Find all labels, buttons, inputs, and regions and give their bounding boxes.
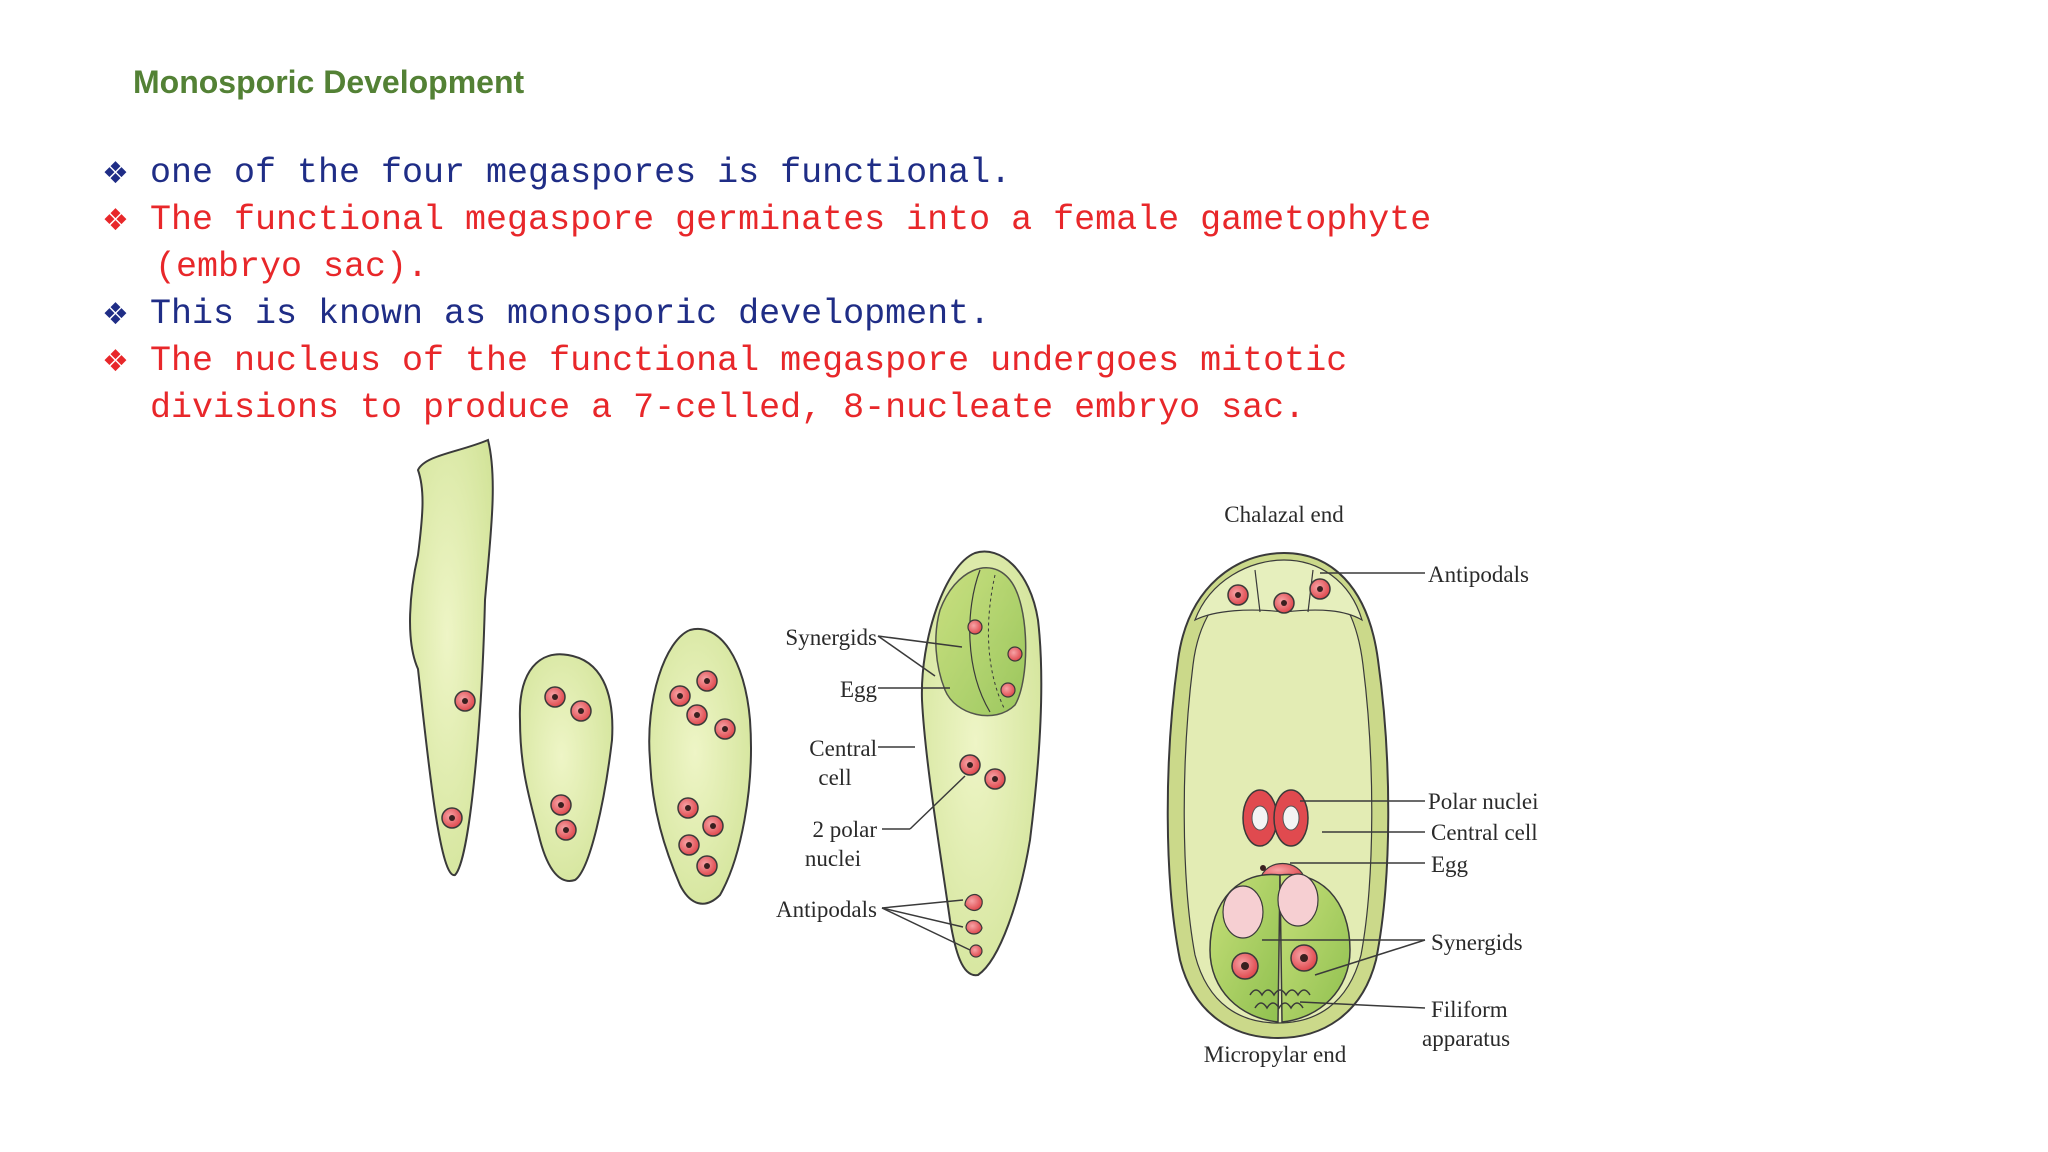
bullet-text: The nucleus of the functional megaspore … [150,341,1348,381]
label-central-cell-line2: cell [818,765,851,790]
megaspore-stage-1 [409,438,494,876]
bullet-text: The functional megaspore germinates into… [150,200,1432,240]
middle-diagram-labels: Synergids Egg Central cell 2 polar nucle… [776,625,971,951]
bullet-item: ❖ The functional megaspore germinates in… [100,197,1700,291]
bullet-text-continued: (embryo sac). [155,247,429,287]
label-filiform-line1: Filiform [1431,997,1508,1022]
bullet-text: This is known as monosporic development. [150,294,991,334]
label-synergids: Synergids [785,625,877,650]
diamond-cluster-icon: ❖ [102,297,129,332]
bullet-item: ❖ one of the four megaspores is function… [100,150,1700,197]
label-antipodals: Antipodals [776,897,877,922]
label-central-cell-line1: Central [809,736,877,761]
bullet-text-continued: divisions to produce a 7-celled, 8-nucle… [150,388,1306,428]
bullet-item: ❖ The nucleus of the functional megaspor… [100,338,1700,432]
bullet-list: ❖ one of the four megaspores is function… [100,150,1700,432]
label-synergids-right: Synergids [1431,930,1523,955]
mature-embryo-sac [1166,551,1390,1040]
megaspore-stage-3 [648,627,752,905]
diamond-cluster-icon: ❖ [102,203,129,238]
diamond-cluster-icon: ❖ [102,156,129,191]
label-egg-right: Egg [1431,852,1469,877]
bullet-item: ❖ This is known as monosporic developmen… [100,291,1700,338]
right-diagram-labels: Chalazal end Antipodals Polar nuclei Cen… [1204,502,1539,1067]
label-egg: Egg [840,677,878,702]
label-chalazal-end: Chalazal end [1224,502,1344,527]
megaspore-stage-2 [518,653,614,882]
label-polar-nuclei-line2: nuclei [805,846,861,871]
label-polar-nuclei: Polar nuclei [1428,789,1539,814]
label-filiform-line2: apparatus [1422,1026,1510,1051]
embryo-sac-stage-4 [920,550,1043,977]
bullet-text: one of the four megaspores is functional… [150,153,1012,193]
label-central-cell: Central cell [1431,820,1538,845]
label-polar-nuclei-line1: 2 polar [812,817,877,842]
diamond-cluster-icon: ❖ [102,344,129,379]
label-antipodals-right: Antipodals [1428,562,1529,587]
label-micropylar-end: Micropylar end [1204,1042,1347,1067]
slide-title: Monosporic Development [133,64,525,100]
